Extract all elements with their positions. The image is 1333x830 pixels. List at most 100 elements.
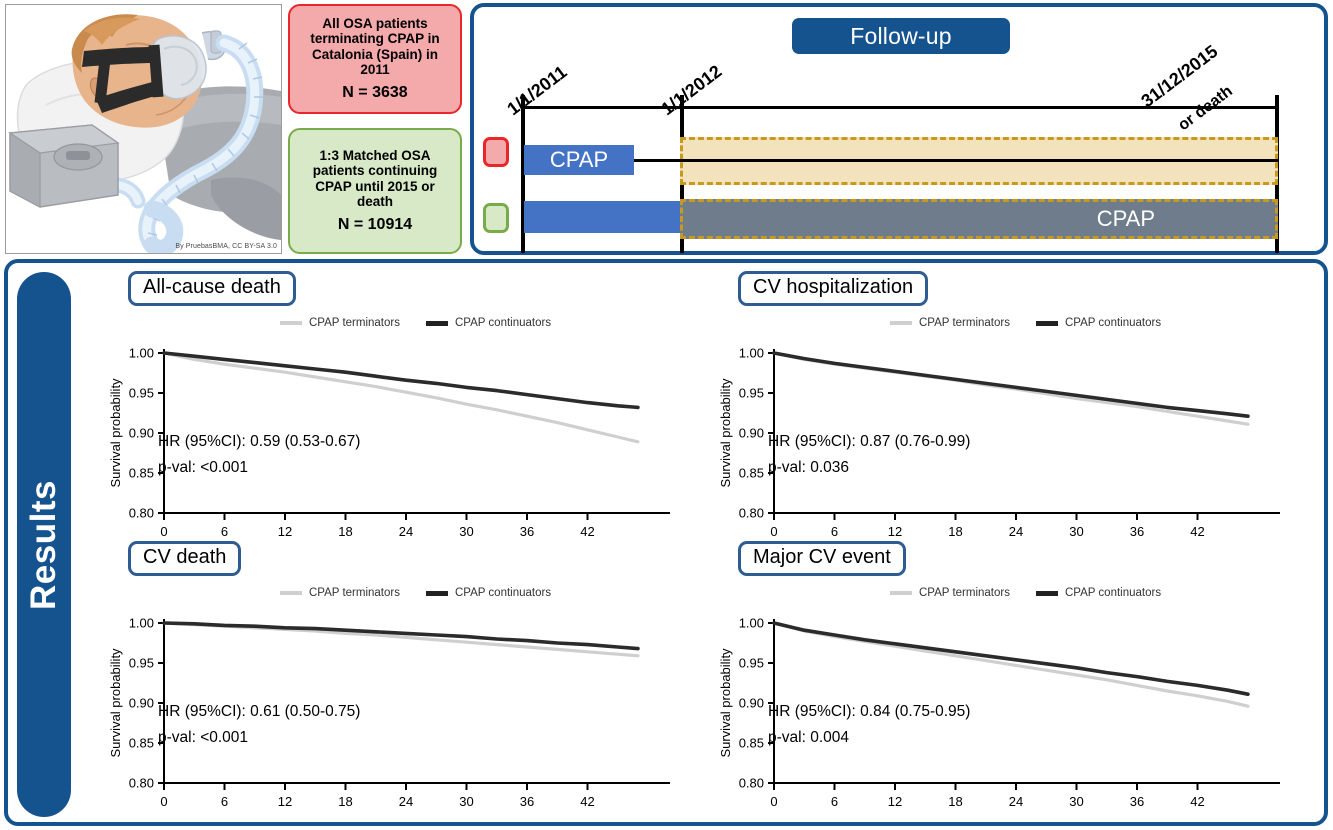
chart-hr-major-cv-event: HR (95%CI): 0.84 (0.75-0.95): [768, 703, 971, 720]
chart-ylabel: Survival probability: [718, 378, 733, 488]
chart-cv-death: CV death CPAP terminators CPAP continuat…: [88, 535, 678, 815]
chart-legend-cv-hospitalization: CPAP terminators CPAP continuators: [890, 317, 1161, 329]
svg-text:30: 30: [1069, 524, 1083, 539]
svg-text:6: 6: [831, 794, 838, 809]
series-cpap-continuators: [162, 351, 640, 410]
svg-text:0.90: 0.90: [739, 696, 764, 711]
chart-stats-all-cause-death: HR (95%CI): 0.59 (0.53-0.67) p-val: <0.0…: [158, 429, 360, 480]
legend-swatch-continuators: [1035, 320, 1058, 326]
legend-swatch-terminators: [890, 591, 912, 595]
flow-box-terminators-n: N = 3638: [342, 83, 408, 101]
svg-text:0.80: 0.80: [739, 776, 764, 791]
chart-legend-major-cv-event: CPAP terminators CPAP continuators: [890, 587, 1161, 599]
svg-text:0: 0: [160, 524, 167, 539]
legend-label-terminators: CPAP terminators: [919, 317, 1010, 329]
chart-major-cv-event: Major CV event CPAP terminators CPAP con…: [698, 535, 1288, 815]
svg-text:36: 36: [520, 524, 534, 539]
svg-text:1.00: 1.00: [129, 616, 154, 631]
svg-text:18: 18: [338, 524, 352, 539]
svg-text:12: 12: [888, 794, 902, 809]
chart-all-cause-death: All-cause death CPAP terminators CPAP co…: [88, 265, 678, 545]
series-cpap-terminators: [162, 351, 640, 444]
flow-box-continuators-title: 1:3 Matched OSA patients continuing CPAP…: [312, 148, 438, 209]
svg-text:1.00: 1.00: [129, 346, 154, 361]
timeline-followup-line-terminators: [634, 159, 1278, 162]
svg-text:0: 0: [160, 794, 167, 809]
svg-text:0.80: 0.80: [129, 776, 154, 791]
legend-swatch-continuators: [425, 320, 448, 326]
svg-text:24: 24: [1009, 794, 1023, 809]
chart-ylabel: Survival probability: [108, 648, 123, 758]
chart-canvas-all-cause-death: 0.800.850.900.951.0006121824303642Months…: [108, 346, 670, 539]
legend-swatch-terminators: [280, 321, 302, 325]
chart-pval-major-cv-event: p-val: 0.004: [768, 728, 849, 746]
svg-text:12: 12: [278, 794, 292, 809]
results-banner: Results: [17, 272, 71, 817]
svg-text:0.95: 0.95: [739, 656, 764, 671]
legend-swatch-terminators: [890, 321, 912, 325]
legend-swatch-continuators: [425, 590, 448, 596]
chart-canvas-major-cv-event: 0.800.850.900.951.0006121824303642Months…: [718, 616, 1280, 809]
chart-title-major-cv-event: Major CV event: [738, 541, 906, 576]
chart-ylabel: Survival probability: [718, 648, 733, 758]
chart-title-cv-death: CV death: [128, 541, 242, 576]
follow-up-badge: Follow-up: [792, 18, 1010, 54]
svg-text:42: 42: [580, 794, 594, 809]
chart-ylabel: Survival probability: [108, 378, 123, 488]
svg-text:42: 42: [580, 524, 594, 539]
svg-text:1.00: 1.00: [739, 616, 764, 631]
svg-text:0.80: 0.80: [129, 506, 154, 521]
chart-canvas-cv-hospitalization: 0.800.850.900.951.0006121824303642Months…: [718, 346, 1280, 539]
svg-text:0.85: 0.85: [739, 466, 764, 481]
cpap-illustration-panel: By PruebasBMA, CC BY-SA 3.0: [5, 4, 282, 254]
legend-label-continuators: CPAP continuators: [1064, 317, 1162, 329]
photo-credit: By PruebasBMA, CC BY-SA 3.0: [175, 243, 277, 250]
svg-text:36: 36: [520, 794, 534, 809]
timeline-bar-cpap-terminators: CPAP: [524, 145, 634, 175]
timeline-date-2012: 1/1/2012: [657, 61, 726, 120]
svg-text:6: 6: [831, 524, 838, 539]
legend-swatch-continuators: [1035, 590, 1058, 596]
results-panel: Results All-cause death CPAP terminators…: [4, 259, 1328, 826]
svg-text:12: 12: [278, 524, 292, 539]
timeline-bar-cpap-continuators: CPAP: [680, 199, 1278, 239]
svg-text:24: 24: [399, 794, 413, 809]
chart-hr-cv-hospitalization: HR (95%CI): 0.87 (0.76-0.99): [768, 433, 971, 450]
legend-label-terminators: CPAP terminators: [919, 587, 1010, 599]
legend-label-continuators: CPAP continuators: [454, 587, 552, 599]
svg-text:18: 18: [338, 794, 352, 809]
series-cpap-terminators: [162, 621, 640, 658]
results-banner-label: Results: [24, 479, 63, 610]
svg-text:6: 6: [221, 524, 228, 539]
svg-text:42: 42: [1190, 524, 1204, 539]
chart-hr-cv-death: HR (95%CI): 0.61 (0.50-0.75): [158, 703, 361, 720]
svg-text:1.00: 1.00: [739, 346, 764, 361]
svg-text:18: 18: [948, 794, 962, 809]
svg-text:30: 30: [1069, 794, 1083, 809]
flow-box-continuators-n: N = 10914: [337, 215, 413, 233]
svg-text:0.85: 0.85: [129, 466, 154, 481]
svg-text:36: 36: [1130, 794, 1144, 809]
chart-legend-all-cause-death: CPAP terminators CPAP continuators: [280, 317, 551, 329]
svg-text:0.90: 0.90: [129, 426, 154, 441]
chart-stats-major-cv-event: HR (95%CI): 0.84 (0.75-0.95) p-val: 0.00…: [768, 699, 970, 750]
svg-text:24: 24: [1009, 524, 1023, 539]
svg-text:0.80: 0.80: [739, 506, 764, 521]
svg-text:30: 30: [459, 794, 473, 809]
legend-label-terminators: CPAP terminators: [309, 317, 400, 329]
chart-pval-cv-death: p-val: <0.001: [158, 728, 249, 746]
timeline-swatch-terminators: [483, 137, 509, 167]
svg-text:0.90: 0.90: [739, 426, 764, 441]
timeline-tick-2011: [521, 95, 525, 253]
flow-box-terminators-title: All OSA patients terminating CPAP in Cat…: [310, 16, 440, 77]
chart-legend-cv-death: CPAP terminators CPAP continuators: [280, 587, 551, 599]
chart-title-all-cause-death: All-cause death: [128, 271, 296, 306]
chart-stats-cv-hospitalization: HR (95%CI): 0.87 (0.76-0.99) p-val: 0.03…: [768, 429, 970, 480]
svg-text:0: 0: [770, 794, 777, 809]
chart-title-cv-hospitalization: CV hospitalization: [738, 271, 929, 306]
svg-text:24: 24: [399, 524, 413, 539]
series-cpap-continuators: [772, 351, 1250, 418]
svg-text:30: 30: [459, 524, 473, 539]
series-cpap-continuators: [162, 621, 640, 651]
svg-text:0.95: 0.95: [739, 386, 764, 401]
